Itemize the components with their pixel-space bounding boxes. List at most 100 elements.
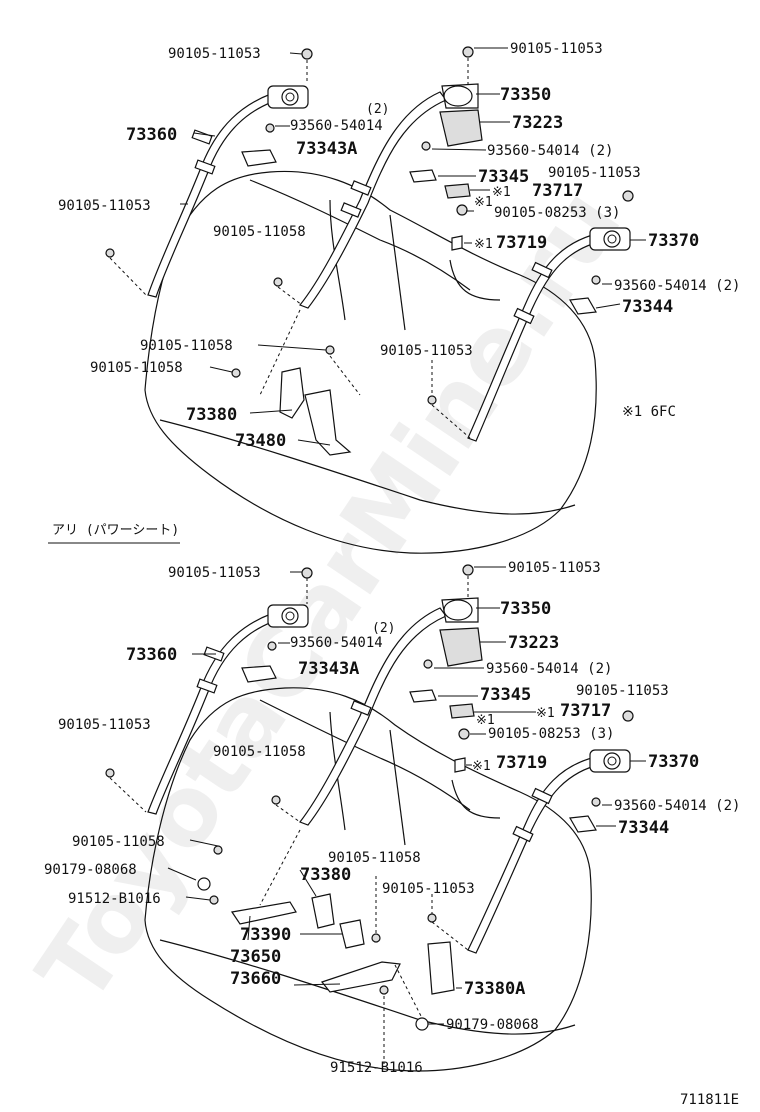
top-figure: 90105-11053 90105-11053 73350 73360 (2) … — [58, 41, 740, 554]
top-bracket-73343A — [241, 149, 277, 167]
bottom-cover-73223 — [439, 627, 483, 667]
bottom-label-73350: 73350 — [500, 599, 551, 619]
bottom-label-73390: 73390 — [240, 925, 291, 945]
top-belt-left — [147, 87, 293, 298]
top-label-90105-11058-a: 90105-11058 — [213, 224, 306, 240]
bottom-label-73717-mark: ※1 — [536, 706, 555, 721]
bottom-label-90105-11053-d: 90105-11053 — [58, 717, 151, 733]
bottom-label-73343A: 73343A — [298, 659, 359, 679]
top-label-73717-mark: ※1 — [492, 185, 511, 200]
top-retractor-center — [441, 83, 479, 109]
bottom-retractor-center — [441, 597, 479, 623]
bottom-label-73370: 73370 — [648, 752, 699, 772]
bottom-label-73223: 73223 — [508, 633, 559, 653]
top-part-73719 — [451, 235, 463, 251]
bottom-label-73719: 73719 — [496, 753, 547, 773]
bottom-label-93560-54014-b: 93560-54014 (2) — [486, 661, 612, 677]
bottom-retractor-left — [267, 604, 309, 628]
top-label-73370: 73370 — [648, 231, 699, 251]
top-belt-center — [299, 91, 447, 309]
bottom-belt-right — [467, 755, 603, 954]
bottom-label-73360: 73360 — [126, 645, 177, 665]
top-label-73360: 73360 — [126, 125, 177, 145]
top-belt-right — [467, 231, 608, 442]
bottom-bracket-73344 — [569, 815, 597, 833]
top-bolts — [105, 46, 634, 405]
bottom-part-73719 — [454, 757, 466, 773]
bottom-label-90179-08068-a: 90179-08068 — [44, 862, 137, 878]
top-label-73717: 73717 — [532, 181, 583, 201]
bottom-label-90105-11053-c: 90105-11053 — [576, 683, 669, 699]
top-label-90105-11053-a: 90105-11053 — [168, 46, 261, 62]
bottom-belt-center — [299, 607, 447, 826]
bottom-bracket-73343A — [241, 665, 277, 683]
bottom-retractor-right — [589, 749, 631, 773]
top-label-90105-08253: 90105-08253 (3) — [494, 205, 620, 221]
bottom-label-90179-08068-b: 90179-08068 — [446, 1017, 539, 1033]
bottom-label-91512-b1016-a: 91512-B1016 — [68, 891, 161, 907]
bottom-label-90105-11058-c: 90105-11058 — [328, 850, 421, 866]
bottom-rail-73650 — [230, 901, 297, 925]
figure-id: 711811E — [680, 1092, 739, 1108]
top-label-90105-11058-c: 90105-11058 — [90, 360, 183, 376]
bottom-bracket-73345 — [409, 689, 437, 703]
top-label-73350: 73350 — [500, 85, 551, 105]
bottom-buckle-73390 — [339, 919, 365, 949]
top-label-73480: 73480 — [235, 431, 286, 451]
top-seat-back — [144, 170, 597, 554]
bottom-seat-back — [144, 687, 592, 1072]
top-buckle-73480 — [304, 389, 352, 456]
top-label-90105-11053-c: 90105-11053 — [548, 165, 641, 181]
top-label-90105-11053-e: 90105-11053 — [380, 343, 473, 359]
top-part-73717 — [444, 183, 471, 199]
top-label-93560-54014-a: 93560-54014 — [290, 118, 383, 134]
top-label-73223: 73223 — [512, 113, 563, 133]
bottom-part-73717 — [449, 703, 475, 719]
top-label-90105-11053-b: 90105-11053 — [510, 41, 603, 57]
top-label-93560-54014-qty: (2) — [366, 102, 389, 117]
bottom-label-93560-54014-c: 93560-54014 (2) — [614, 798, 740, 814]
top-label-93560-54014-b: 93560-54014 (2) — [487, 143, 613, 159]
top-label-73345: 73345 — [478, 167, 529, 187]
top-label-73719: 73719 — [496, 233, 547, 253]
bottom-label-73380A: 73380A — [464, 979, 525, 999]
bottom-label-90105-11058-b: 90105-11058 — [72, 834, 165, 850]
bottom-label-91512-b1016-b: 91512-B1016 — [330, 1060, 423, 1076]
bottom-label-93560-54014-qty: (2) — [372, 621, 395, 636]
top-bracket-73344 — [569, 297, 597, 315]
bottom-buckle-73380 — [311, 893, 335, 929]
bottom-label-93560-54014-a: 93560-54014 — [290, 635, 383, 651]
bottom-figure: 90105-11053 90105-11053 73350 73360 (2) … — [44, 560, 740, 1076]
bottom-label-90105-08253-mark: ※1 — [476, 713, 495, 728]
bottom-label-90105-11053-e: 90105-11053 — [382, 881, 475, 897]
top-bracket-73345 — [409, 169, 437, 183]
top-label-93560-54014-c: 93560-54014 (2) — [614, 278, 740, 294]
top-label-90105-11053-d: 90105-11053 — [58, 198, 151, 214]
bottom-label-73650: 73650 — [230, 947, 281, 967]
bottom-rail-73660 — [320, 961, 401, 993]
bottom-label-73719-mark: ※1 — [472, 759, 491, 774]
top-label-73343A: 73343A — [296, 139, 357, 159]
top-retractor-right — [589, 227, 631, 251]
top-note: ※1 6FC — [622, 404, 676, 420]
bottom-label-90105-11058-a: 90105-11058 — [213, 744, 306, 760]
top-label-73344: 73344 — [622, 297, 673, 317]
bottom-label-73345: 73345 — [480, 685, 531, 705]
top-retractor-left — [267, 85, 309, 109]
bottom-label-90105-11053-a: 90105-11053 — [168, 565, 261, 581]
bottom-buckle-73380A — [427, 941, 455, 995]
top-buckle-73380 — [279, 367, 305, 419]
bottom-label-90105-11053-b: 90105-11053 — [508, 560, 601, 576]
bottom-label-73344: 73344 — [618, 818, 669, 838]
bottom-label-73380: 73380 — [300, 865, 351, 885]
top-cover-73223 — [439, 109, 483, 147]
top-label-73380: 73380 — [186, 405, 237, 425]
bottom-label-73660: 73660 — [230, 969, 281, 989]
bottom-label-90105-08253: 90105-08253 (3) — [488, 726, 614, 742]
top-label-73719-mark: ※1 — [474, 237, 493, 252]
top-label-90105-08253-mark: ※1 — [474, 195, 493, 210]
section-title: アリ (パワーシート) — [52, 523, 179, 538]
top-label-90105-11058-b: 90105-11058 — [140, 338, 233, 354]
bottom-label-73717: 73717 — [560, 701, 611, 721]
